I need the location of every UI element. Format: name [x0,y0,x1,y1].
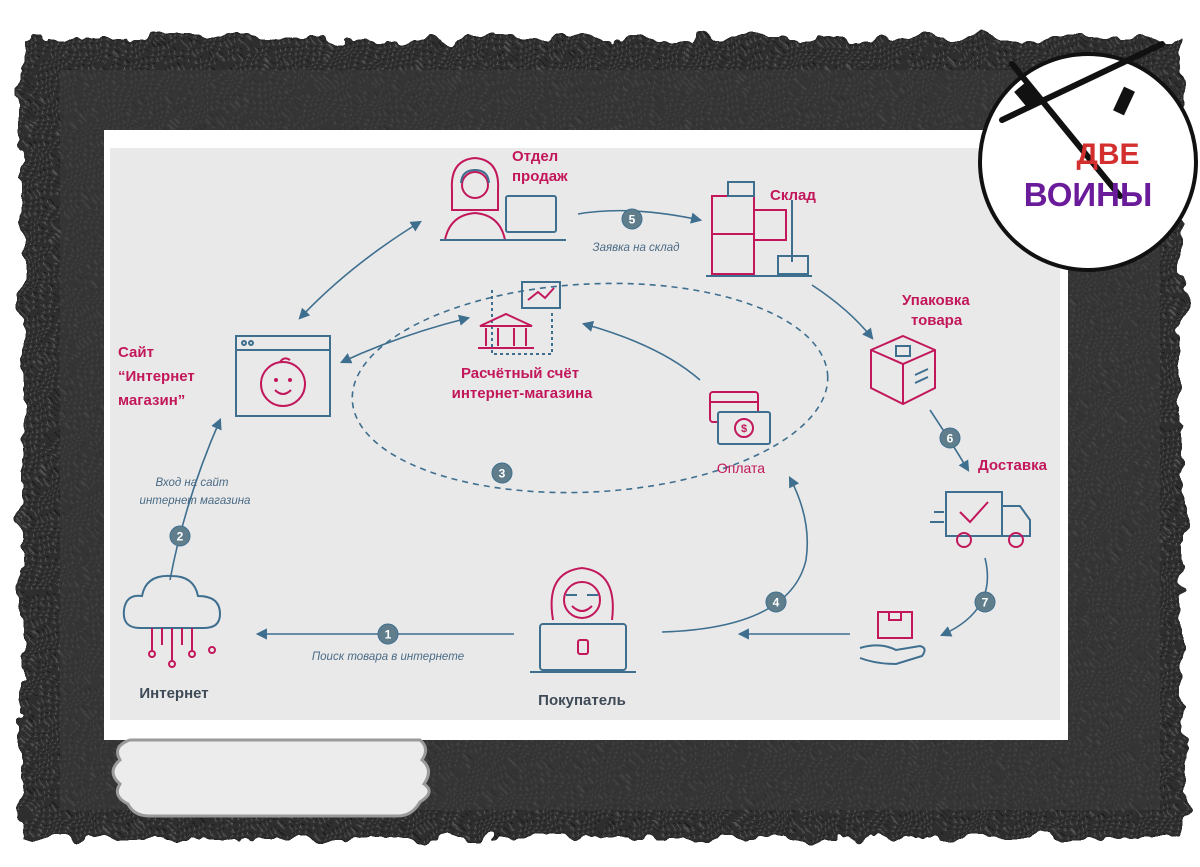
account-label-line1: Расчётный счёт [461,365,579,382]
node-sales: Отдел продаж [440,148,568,241]
buyer-label: Покупатель [538,692,626,709]
step-badge-7: 7 [974,591,996,613]
arrow-payment-to-account [581,320,701,381]
node-delivery: Доставка [930,457,1048,548]
step-1-number: 1 [385,628,392,642]
node-handover [859,611,926,666]
operator-headset-icon [440,156,566,241]
logo-text-bottom: ВОИНЫ [1024,176,1153,213]
package-box-icon [870,334,936,406]
arrow-site-sales [298,220,422,320]
step-badges: 5 6 7 1 2 3 4 [169,208,996,645]
ornamental-plaque [111,738,431,818]
step-3-number: 3 [499,467,506,481]
site-label-line2: “Интернет [118,368,195,385]
packing-label-line1: Упаковка [902,292,970,309]
browser-baby-icon [235,335,331,417]
step-badge-3: 3 [491,462,513,484]
step-1-caption: Поиск товара в интернете [312,651,464,663]
node-buyer: Покупатель [530,566,636,709]
step-2-caption-line1: Вход на сайт [156,477,229,489]
step-badge-2: 2 [169,525,191,547]
node-account: Расчётный счёт интернет-магазина [452,281,593,402]
crossed-rifles-icon [999,41,1165,199]
hand-package-icon [859,611,926,666]
payment-cycle-ellipse [351,282,829,494]
arrow-site-account [339,314,471,364]
step-badge-6: 6 [939,427,961,449]
node-warehouse: Склад [706,181,816,277]
step-6-number: 6 [947,432,954,446]
internet-label: Интернет [139,685,208,702]
logo-text-top: ДВЕ [1076,138,1139,171]
delivery-truck-icon [930,491,1031,548]
step-badge-5: 5 [621,208,643,230]
diagram-panel [110,148,1060,720]
node-site: Сайт “Интернет магазин” [118,335,331,417]
account-label-line2: интернет-магазина [452,385,593,402]
site-label-line3: магазин” [118,392,185,409]
arrow-warehouse-to-packing [811,284,874,340]
node-packing: Упаковка товара [870,292,970,406]
step-4-number: 4 [773,596,780,610]
step-7-number: 7 [982,596,989,610]
sales-label-line2: продаж [512,168,568,185]
step-5-caption: Заявка на склад [593,242,680,254]
step-2-caption-line2: интернет магазина [140,495,251,507]
bank-monitor-icon [478,281,561,355]
node-internet: Интернет [122,574,222,702]
packing-label-line2: товара [911,312,963,329]
buyer-laptop-icon [530,566,636,673]
step-badge-4: 4 [765,591,787,613]
warehouse-boxes-icon [706,181,812,277]
node-payment: $ Оплата [709,391,771,476]
sales-label-line1: Отдел [512,148,558,165]
step-badge-1: 1 [377,623,399,645]
arrow-buyer-to-payment [661,476,809,633]
cloud-network-icon [122,574,222,668]
card-cash-icon: $ [709,391,771,445]
delivery-label: Доставка [978,457,1048,474]
payment-label: Оплата [717,460,765,476]
arrow-internet-to-site [169,417,222,581]
site-label-line1: Сайт [118,344,154,361]
warehouse-label: Склад [770,187,816,204]
step-5-number: 5 [629,213,636,227]
step-2-number: 2 [177,530,184,544]
channel-logo: ДВЕ ВОИНЫ [978,41,1198,272]
svg-text:$: $ [741,423,747,435]
